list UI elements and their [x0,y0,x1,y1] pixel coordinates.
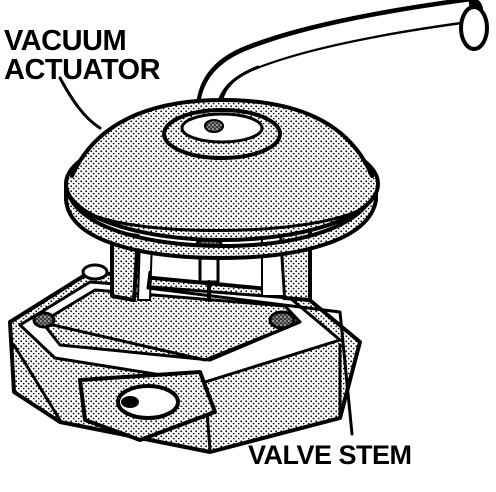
vacuum-actuator-housing [64,98,380,260]
vacuum-actuator-label-line2: ACTUATOR [4,54,161,86]
exhaust-port-flange [78,370,217,442]
valve-stem-label: VALVE STEM [248,440,412,470]
leader-lines [58,76,354,436]
valve-base [8,270,362,454]
vacuum-actuator-label-line1: VACUUM [4,25,126,57]
mounting-bolt-heads [32,263,296,330]
vacuum-hose [195,0,489,139]
